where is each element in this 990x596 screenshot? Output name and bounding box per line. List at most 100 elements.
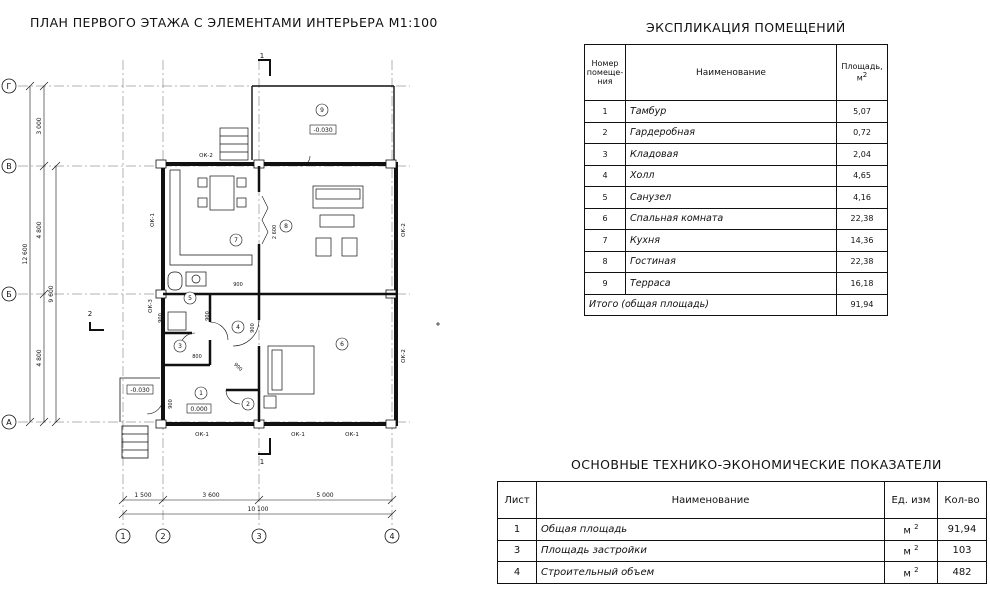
entrance-porch	[119, 377, 160, 459]
room-area-cell: 4,65	[836, 164, 888, 187]
room-number-cell: 7	[584, 229, 626, 252]
window-label: ОК-1	[291, 432, 305, 438]
kitchen-furniture	[169, 169, 253, 266]
axis-letter: Г	[7, 82, 12, 91]
sheet-cell: 1	[497, 518, 537, 541]
dimension-label: 1 500	[134, 492, 151, 499]
header-qty: Кол-во	[937, 481, 987, 519]
header-name: Наименование	[536, 481, 885, 519]
left-dimension-lines	[25, 81, 61, 427]
axis-number: 4	[389, 532, 394, 541]
room-area-cell: 4,16	[836, 186, 888, 209]
room-number-cell: 4	[584, 164, 626, 187]
door-dimension: 2 600	[272, 225, 278, 239]
table-header-row: Номер помеще-ния Наименование Площадь, м…	[584, 44, 888, 101]
qty-cell: 103	[937, 539, 987, 562]
grid-tick-marks	[436, 322, 440, 326]
unit-label: м	[903, 524, 911, 536]
door-dimension: 900	[250, 323, 256, 333]
room-area-cell: 14,36	[836, 229, 888, 252]
room-number-cell: 2	[584, 121, 626, 144]
terrace-steps	[219, 127, 249, 161]
tep-table: Лист Наименование Ед. изм Кол-во 1 Общая…	[497, 481, 987, 584]
section-mark-label: 1	[260, 52, 264, 60]
table-header-row: Лист Наименование Ед. изм Кол-во	[497, 481, 987, 519]
section-marks	[89, 59, 271, 455]
qty-cell: 91,94	[937, 518, 987, 541]
room-area-cell: 22,38	[836, 207, 888, 230]
window-label: ОК-3	[148, 299, 154, 313]
room-number-bubbles	[173, 103, 349, 411]
dimension-label: 9 600	[48, 285, 55, 302]
unit-label: м	[903, 567, 911, 579]
unit-cell: м 2	[884, 561, 938, 584]
indicator-name-cell: Площадь застройки	[536, 539, 885, 562]
tep-title: ОСНОВНЫЕ ТЕХНИКО-ЭКОНОМИЧЕСКИЕ ПОКАЗАТЕЛ…	[571, 457, 942, 472]
door-dimension: 900	[205, 311, 211, 321]
window-label: ОК-1	[345, 432, 359, 438]
axis-number: 3	[256, 532, 261, 541]
bottom-dimension-lines	[118, 495, 397, 519]
room-number: 6	[340, 341, 344, 348]
header-unit: Ед. изм	[884, 481, 938, 519]
living-room-furniture	[312, 185, 364, 257]
terrace-outline	[251, 85, 395, 160]
room-name-cell: Кладовая	[625, 143, 837, 166]
dimension-label: 4 800	[36, 349, 43, 366]
dimension-label: 10 100	[248, 506, 269, 513]
room-name-cell: Кухня	[625, 229, 837, 252]
room-name-cell: Холл	[625, 164, 837, 187]
total-label-cell: Итого (общая площадь)	[584, 293, 837, 316]
header-room-number: Номер помеще-ния	[584, 44, 626, 101]
unit-label: м	[903, 546, 911, 558]
room-number: 8	[284, 223, 288, 230]
room-number: 4	[236, 324, 240, 331]
room-name-cell: Спальная комната	[625, 207, 837, 230]
room-number-cell: 3	[584, 143, 626, 166]
indicator-name-cell: Строительный объем	[536, 561, 885, 584]
room-name-cell: Гардеробная	[625, 121, 837, 144]
room-number: 3	[178, 343, 182, 350]
section-mark-label: 1	[260, 458, 264, 466]
room-number-cell: 5	[584, 186, 626, 209]
room-number-cell: 9	[584, 272, 626, 295]
header-name: Наименование	[625, 44, 837, 101]
axis-number: 2	[160, 532, 165, 541]
dimension-label: 3 000	[36, 117, 43, 134]
door-dimension: 800	[192, 354, 202, 360]
axis-letter-bubbles	[1, 78, 17, 430]
elevation-mark: -0.030	[130, 387, 150, 394]
window-label: ОК-1	[195, 432, 209, 438]
room-name-cell: Терраса	[625, 272, 837, 295]
unit-cell: м 2	[884, 518, 938, 541]
room-number: 1	[199, 390, 203, 397]
door-dimension: 900	[233, 282, 243, 288]
header-area: Площадь, м2	[836, 44, 888, 101]
room-number: 7	[234, 237, 238, 244]
door-dimension: 900	[232, 362, 243, 373]
axis-number: 1	[120, 532, 125, 541]
window-label: ОК-1	[150, 213, 156, 227]
room-number: 5	[188, 295, 192, 302]
qty-cell: 482	[937, 561, 987, 584]
room-number: 9	[320, 107, 324, 114]
elevation-frames	[126, 124, 337, 414]
room-area-cell: 5,07	[836, 100, 888, 123]
axis-number-bubbles	[115, 528, 400, 544]
unit-cell: м 2	[884, 539, 938, 562]
header-area-label: Площадь, м	[841, 62, 883, 83]
unit-sup: 2	[914, 544, 919, 553]
elevation-mark: 0.000	[190, 406, 207, 413]
room-number-cell: 1	[584, 100, 626, 123]
dimension-label: 12 600	[22, 243, 29, 264]
room-name-cell: Санузел	[625, 186, 837, 209]
plan-title: ПЛАН ПЕРВОГО ЭТАЖА С ЭЛЕМЕНТАМИ ИНТЕРЬЕР…	[30, 15, 438, 30]
axis-letter: В	[6, 162, 12, 171]
room-number-cell: 8	[584, 250, 626, 273]
